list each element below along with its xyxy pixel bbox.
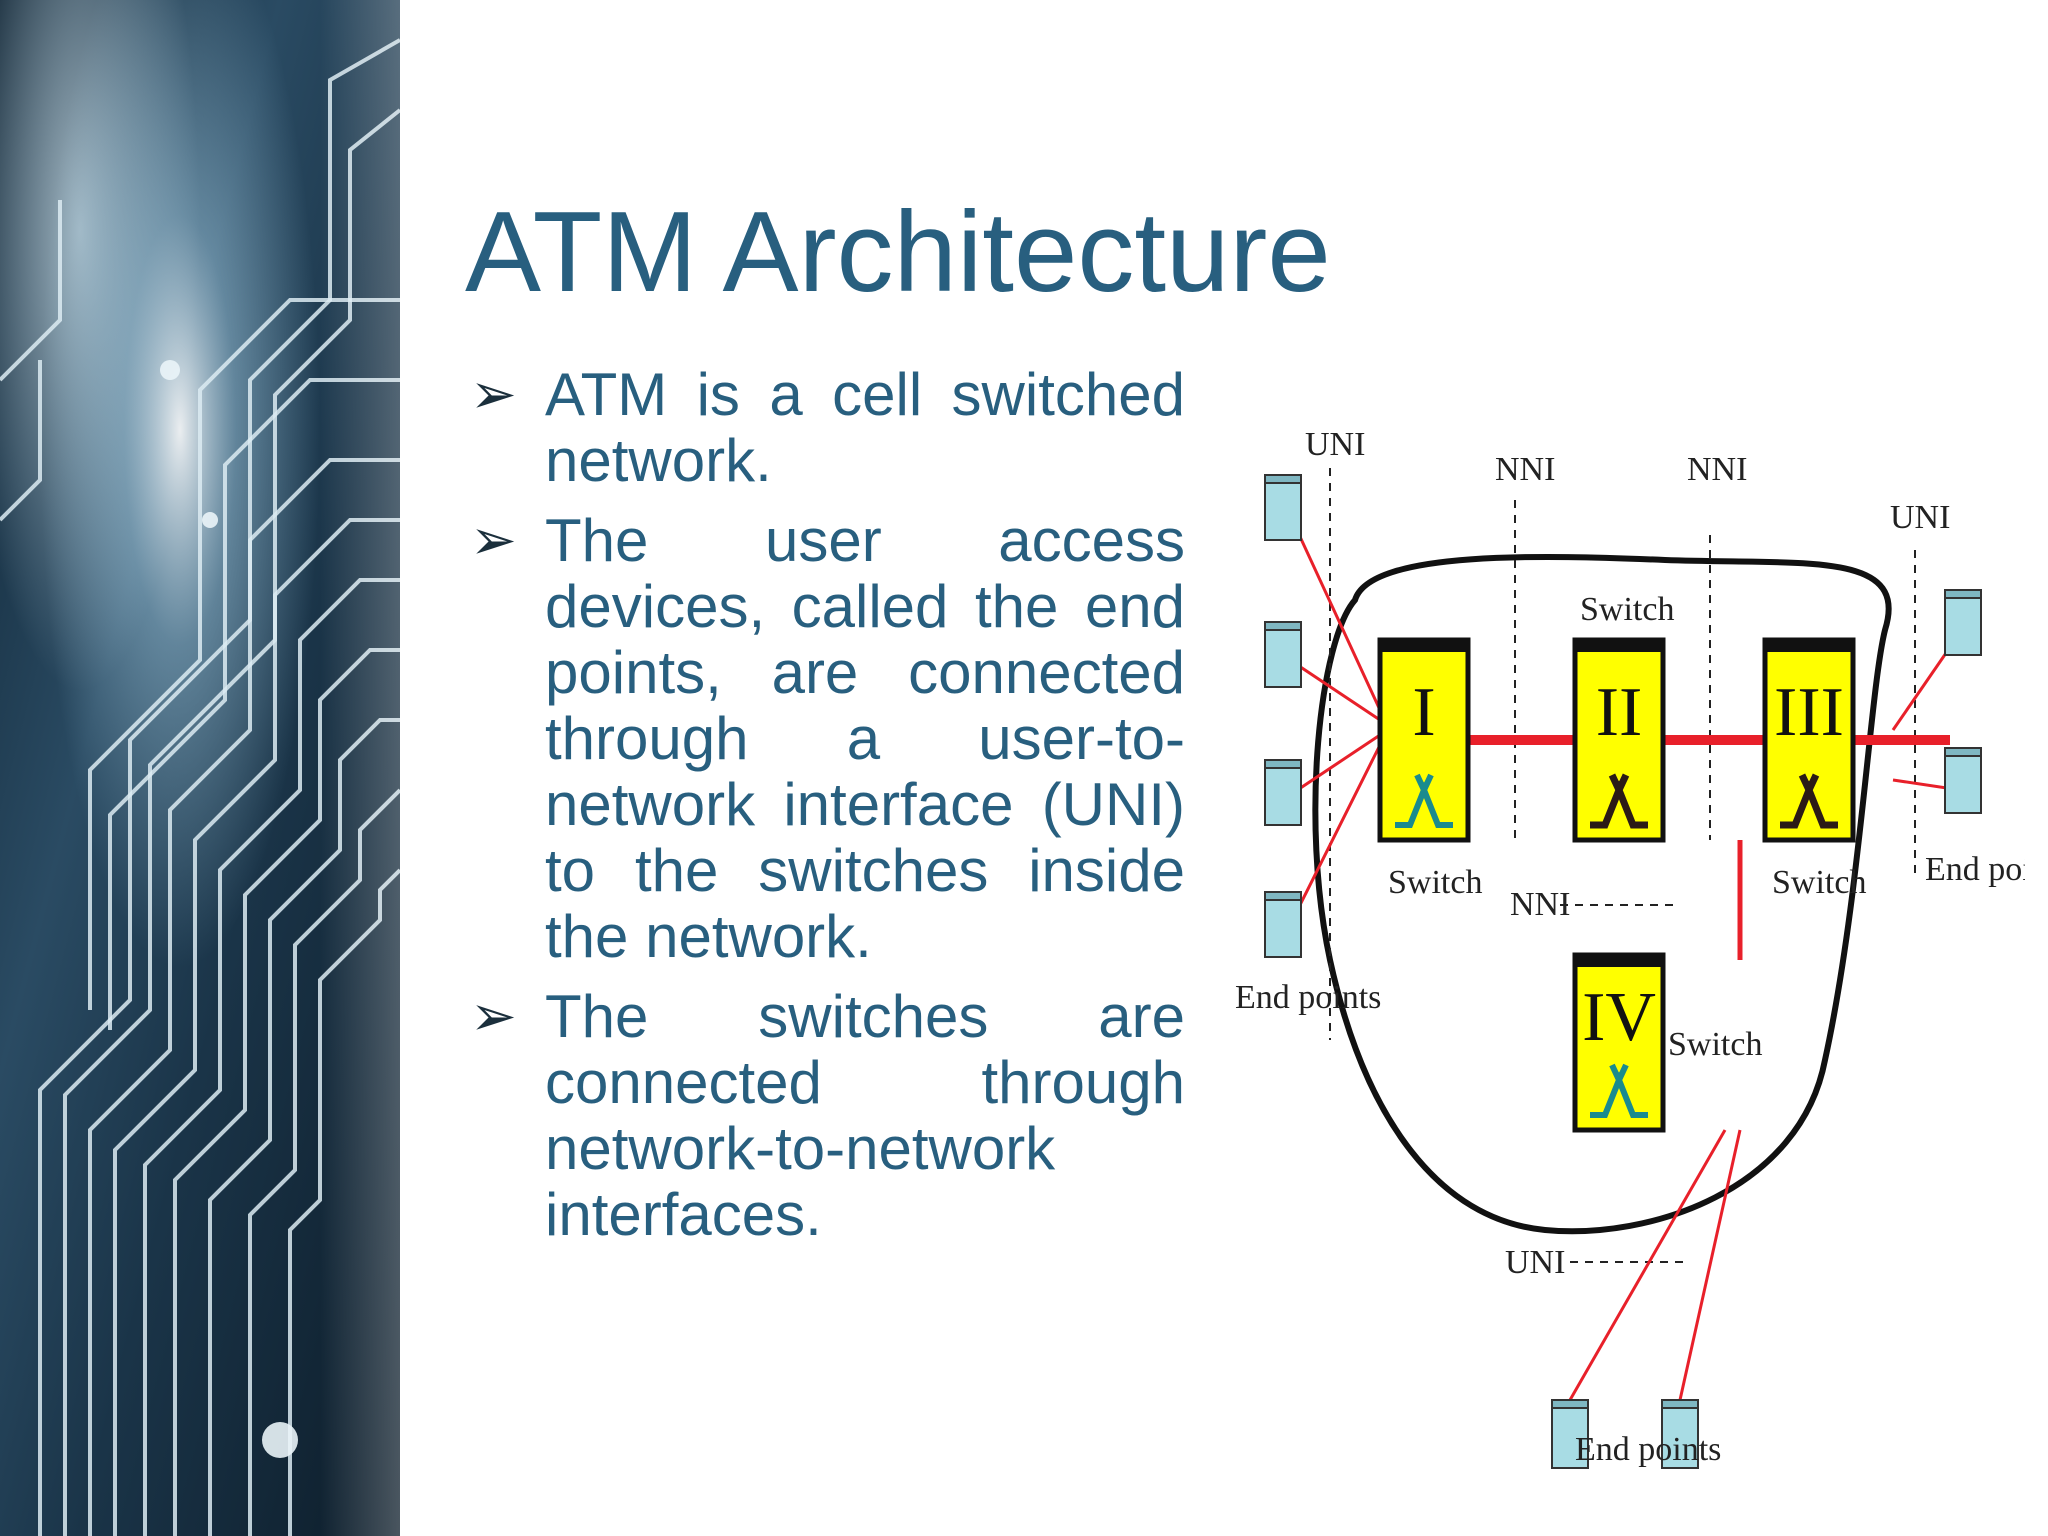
end-point-device [1264, 759, 1302, 826]
network-boundary [1312, 553, 1892, 1235]
end-point-device [1264, 474, 1302, 541]
switch-id-label: III [1774, 674, 1844, 751]
uni-label: UNI [1305, 426, 1365, 463]
end-points [1264, 474, 1982, 1469]
bullet-text: The user access devices, called the end … [545, 507, 1185, 970]
slide-title: ATM Architecture [465, 189, 1331, 316]
bullet-text: The switches are connected through netwo… [545, 983, 1185, 1248]
switch-label: Switch [1772, 864, 1866, 901]
uni-label: UNI [1505, 1244, 1565, 1281]
nni-label: NNI [1687, 451, 1747, 488]
end-point-device [1944, 747, 1982, 814]
end-point-device [1264, 621, 1302, 688]
bullet-item: ➢ The user access devices, called the en… [470, 508, 1185, 970]
end-points-label: End points [1925, 851, 2025, 888]
arrow-bullet-icon: ➢ [470, 362, 517, 427]
end-point-device [1661, 1399, 1699, 1469]
arrow-bullet-icon: ➢ [470, 508, 517, 573]
switch-id-label: I [1412, 674, 1435, 751]
switch-II: II [1572, 637, 1666, 843]
bullet-list: ➢ ATM is a cell switched network. ➢ The … [470, 362, 1185, 1262]
switch-III: III [1762, 637, 1856, 843]
atm-architecture-diagram: I II III IV UNI NNI NNI UNI NNI UNI [1235, 426, 2025, 1469]
nni-label: NNI [1495, 451, 1555, 488]
switch-label: Switch [1668, 1026, 1762, 1063]
bullet-item: ➢ ATM is a cell switched network. [470, 362, 1185, 494]
end-points-label: End points [1575, 1431, 1721, 1468]
end-point-device [1944, 589, 1982, 656]
end-points-label: End points [1235, 979, 1381, 1016]
end-point-device [1264, 891, 1302, 958]
circuit-board-background [0, 0, 400, 1536]
interface-dashed-lines [1329, 468, 1916, 1263]
switch-id-label: IV [1582, 979, 1656, 1056]
end-point-device [1551, 1399, 1589, 1469]
switch-caption: Switch [1580, 591, 1674, 628]
switch-label: Switch [1388, 864, 1482, 901]
bullet-text: ATM is a cell switched network. [545, 361, 1185, 494]
uni-label: UNI [1890, 499, 1950, 536]
switch-I: I [1377, 637, 1471, 843]
bullet-item: ➢ The switches are connected through net… [470, 984, 1185, 1248]
arrow-bullet-icon: ➢ [470, 984, 517, 1049]
nni-label: NNI [1510, 886, 1570, 923]
switch-id-label: II [1596, 674, 1643, 751]
switch-IV: IV [1572, 952, 1666, 1133]
